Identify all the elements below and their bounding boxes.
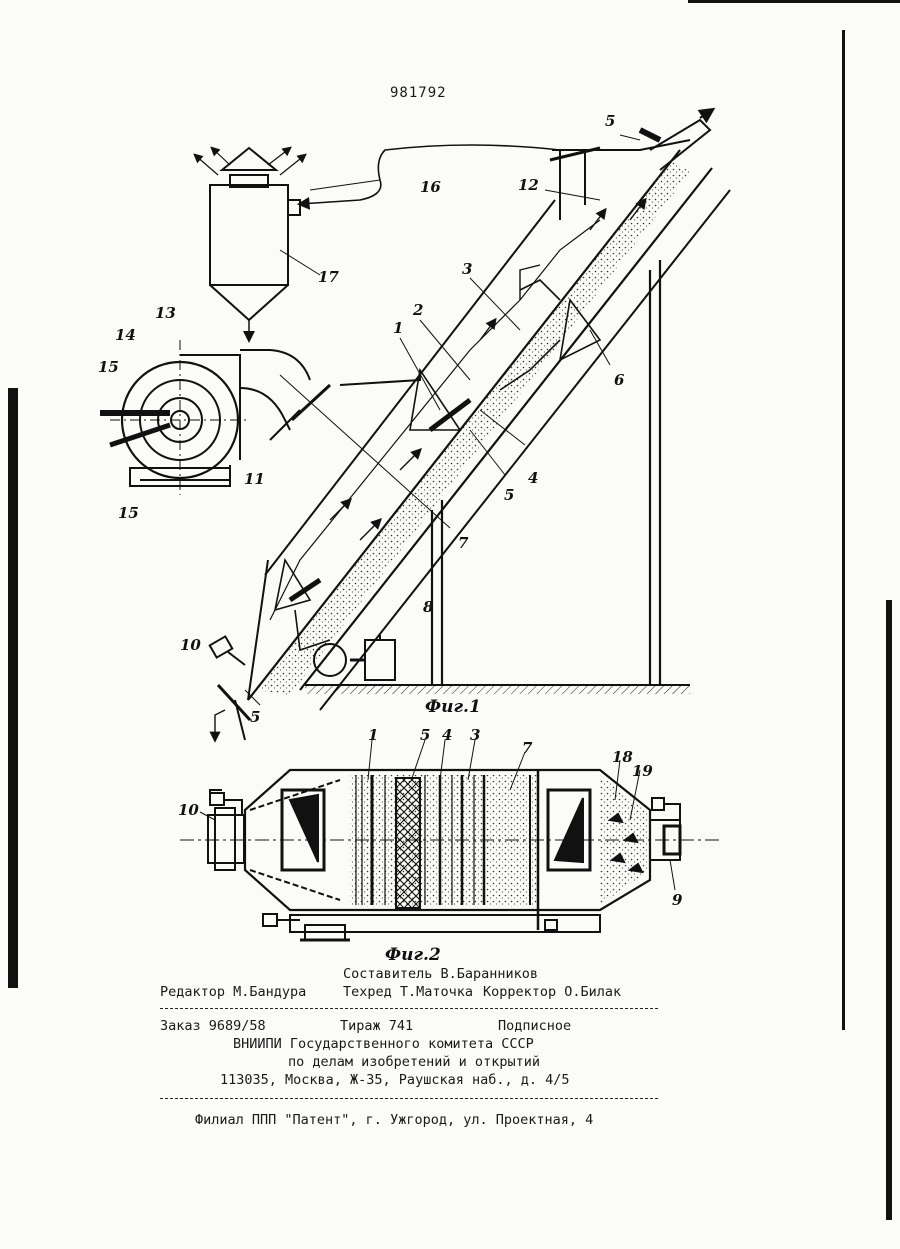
fig1-label-5-bottom: 5 xyxy=(250,708,260,726)
supports xyxy=(305,260,690,690)
divider-1 xyxy=(160,1008,658,1009)
fig2-label-19: 19 xyxy=(632,762,653,780)
imprint-techred: Техред Т.Маточка xyxy=(343,984,473,1001)
imprint-editor: Редактор М.Бандура xyxy=(160,984,306,1001)
fig1-label-13: 13 xyxy=(155,304,176,322)
fig1-label-3: 3 xyxy=(462,260,472,278)
fig1-label-15-bottom: 15 xyxy=(118,504,139,522)
imprint-corrector: Корректор О.Билак xyxy=(483,984,621,1001)
fig1-label-4: 4 xyxy=(528,469,538,487)
fig2-caption: Фиг.2 xyxy=(385,945,441,960)
patent-drawings: 1 2 3 4 5 5 5 6 7 8 10 11 12 13 14 15 15… xyxy=(0,0,900,960)
fig2-label-7: 7 xyxy=(522,739,533,757)
imprint-address: 113035, Москва, Ж-35, Раушская наб., д. … xyxy=(220,1072,570,1089)
fig1-label-1: 1 xyxy=(393,319,403,337)
fig1-label-10: 10 xyxy=(180,636,201,654)
flow-arrows xyxy=(330,200,645,540)
cyclone xyxy=(195,148,305,340)
imprint-subscription: Подписное xyxy=(498,1018,571,1035)
outlet xyxy=(210,636,250,740)
fig2-label-4: 4 xyxy=(442,726,452,744)
imprint-order: Заказ 9689/58 xyxy=(160,1018,266,1035)
imprint-org-line1: ВНИИПИ Государственного комитета СССР xyxy=(233,1036,534,1053)
divider-2 xyxy=(160,1098,658,1099)
fig1-label-15-top: 15 xyxy=(98,358,119,376)
fig2-label-5: 5 xyxy=(420,726,430,744)
fig1-label-16: 16 xyxy=(420,178,441,196)
figure-1-labels: 1 2 3 4 5 5 5 6 7 8 10 11 12 13 14 15 15… xyxy=(98,112,625,726)
imprint-branch: Филиал ППП "Патент", г. Ужгород, ул. Про… xyxy=(195,1112,593,1129)
fig1-label-14: 14 xyxy=(115,326,136,344)
drum-body xyxy=(248,140,730,710)
fig1-label-12: 12 xyxy=(518,176,539,194)
fig1-label-2: 2 xyxy=(412,301,423,319)
fig1-caption: Фиг.1 xyxy=(425,697,481,717)
fig1-label-5-top: 5 xyxy=(605,112,615,130)
fig2-label-1: 1 xyxy=(368,726,378,744)
barrel-stripes xyxy=(350,770,540,930)
fig1-label-11: 11 xyxy=(244,470,265,488)
fig2-label-10: 10 xyxy=(178,801,199,819)
fig2-label-3: 3 xyxy=(470,726,480,744)
fig1-label-6: 6 xyxy=(614,371,625,389)
fig1-label-5-mid: 5 xyxy=(504,486,514,504)
fig2-label-18: 18 xyxy=(612,748,633,766)
fig1-label-7: 7 xyxy=(458,534,469,552)
fig2-label-9: 9 xyxy=(672,891,683,909)
inlet-duct xyxy=(550,110,712,220)
fig1-label-8: 8 xyxy=(423,598,434,616)
imprint-compiler: Составитель В.Баранников xyxy=(343,966,538,983)
fig1-label-17: 17 xyxy=(318,268,339,286)
imprint-print-run: Тираж 741 xyxy=(340,1018,413,1035)
imprint-org-line2: по делам изобретений и открытий xyxy=(288,1054,540,1071)
